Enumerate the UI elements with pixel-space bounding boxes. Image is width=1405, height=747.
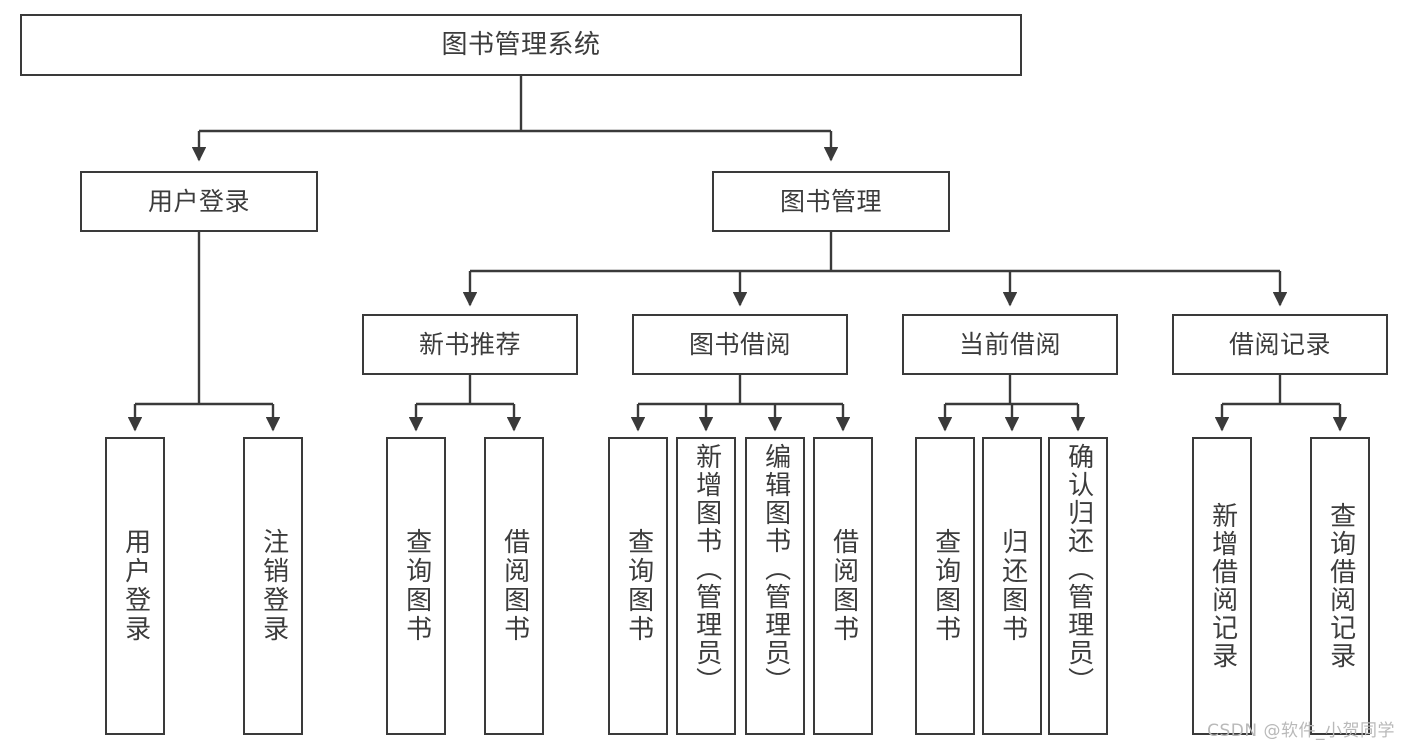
node-root-book-management-system[interactable]: 图书管理系统: [20, 14, 1022, 76]
node-label: 用户登录: [120, 528, 151, 644]
node-label: 新增图书（管理员）: [691, 443, 722, 695]
leaf-user-login-logout[interactable]: 注销登录: [243, 437, 303, 735]
node-label: 用户登录: [147, 186, 250, 216]
node-label: 借阅记录: [1228, 329, 1331, 359]
node-new-book-recommend[interactable]: 新书推荐: [362, 314, 578, 375]
node-label: 查询图书: [623, 528, 654, 644]
node-label: 查询图书: [930, 528, 961, 644]
leaf-user-login-do-login[interactable]: 用户登录: [105, 437, 165, 735]
node-borrow-record[interactable]: 借阅记录: [1172, 314, 1388, 375]
node-label: 归还图书: [997, 528, 1028, 644]
node-label: 借阅图书: [499, 528, 530, 644]
node-label: 确认归还（管理员）: [1063, 443, 1094, 695]
node-label: 查询图书: [401, 528, 432, 644]
csdn-watermark: CSDN @软件_小贺同学: [1207, 721, 1395, 741]
node-book-borrow[interactable]: 图书借阅: [632, 314, 848, 375]
node-label: 图书借阅: [688, 329, 791, 359]
node-current-borrow[interactable]: 当前借阅: [902, 314, 1118, 375]
leaf-book-borrow-query-books[interactable]: 查询图书: [608, 437, 668, 735]
leaf-borrow-record-add-record[interactable]: 新增借阅记录: [1192, 437, 1252, 735]
node-label: 新书推荐: [418, 329, 521, 359]
leaf-current-borrow-query-books[interactable]: 查询图书: [915, 437, 975, 735]
node-label: 注销登录: [258, 528, 289, 644]
node-label: 查询借阅记录: [1325, 502, 1356, 670]
node-user-login[interactable]: 用户登录: [80, 171, 318, 232]
leaf-current-borrow-return-books[interactable]: 归还图书: [982, 437, 1042, 735]
node-label: 图书管理: [779, 186, 882, 216]
node-label: 当前借阅: [958, 329, 1061, 359]
leaf-current-borrow-confirm-return-admin[interactable]: 确认归还（管理员）: [1048, 437, 1108, 735]
leaf-new-book-query-books[interactable]: 查询图书: [386, 437, 446, 735]
leaf-borrow-record-query-record[interactable]: 查询借阅记录: [1310, 437, 1370, 735]
node-label: 借阅图书: [828, 528, 859, 644]
leaf-book-borrow-edit-book-admin[interactable]: 编辑图书（管理员）: [745, 437, 805, 735]
node-book-management[interactable]: 图书管理: [712, 171, 950, 232]
leaf-book-borrow-add-book-admin[interactable]: 新增图书（管理员）: [676, 437, 736, 735]
leaf-new-book-borrow-books[interactable]: 借阅图书: [484, 437, 544, 735]
node-label: 图书管理系统: [441, 29, 601, 60]
leaf-book-borrow-borrow-books[interactable]: 借阅图书: [813, 437, 873, 735]
node-label: 编辑图书（管理员）: [760, 443, 791, 695]
node-label: 新增借阅记录: [1207, 502, 1238, 670]
